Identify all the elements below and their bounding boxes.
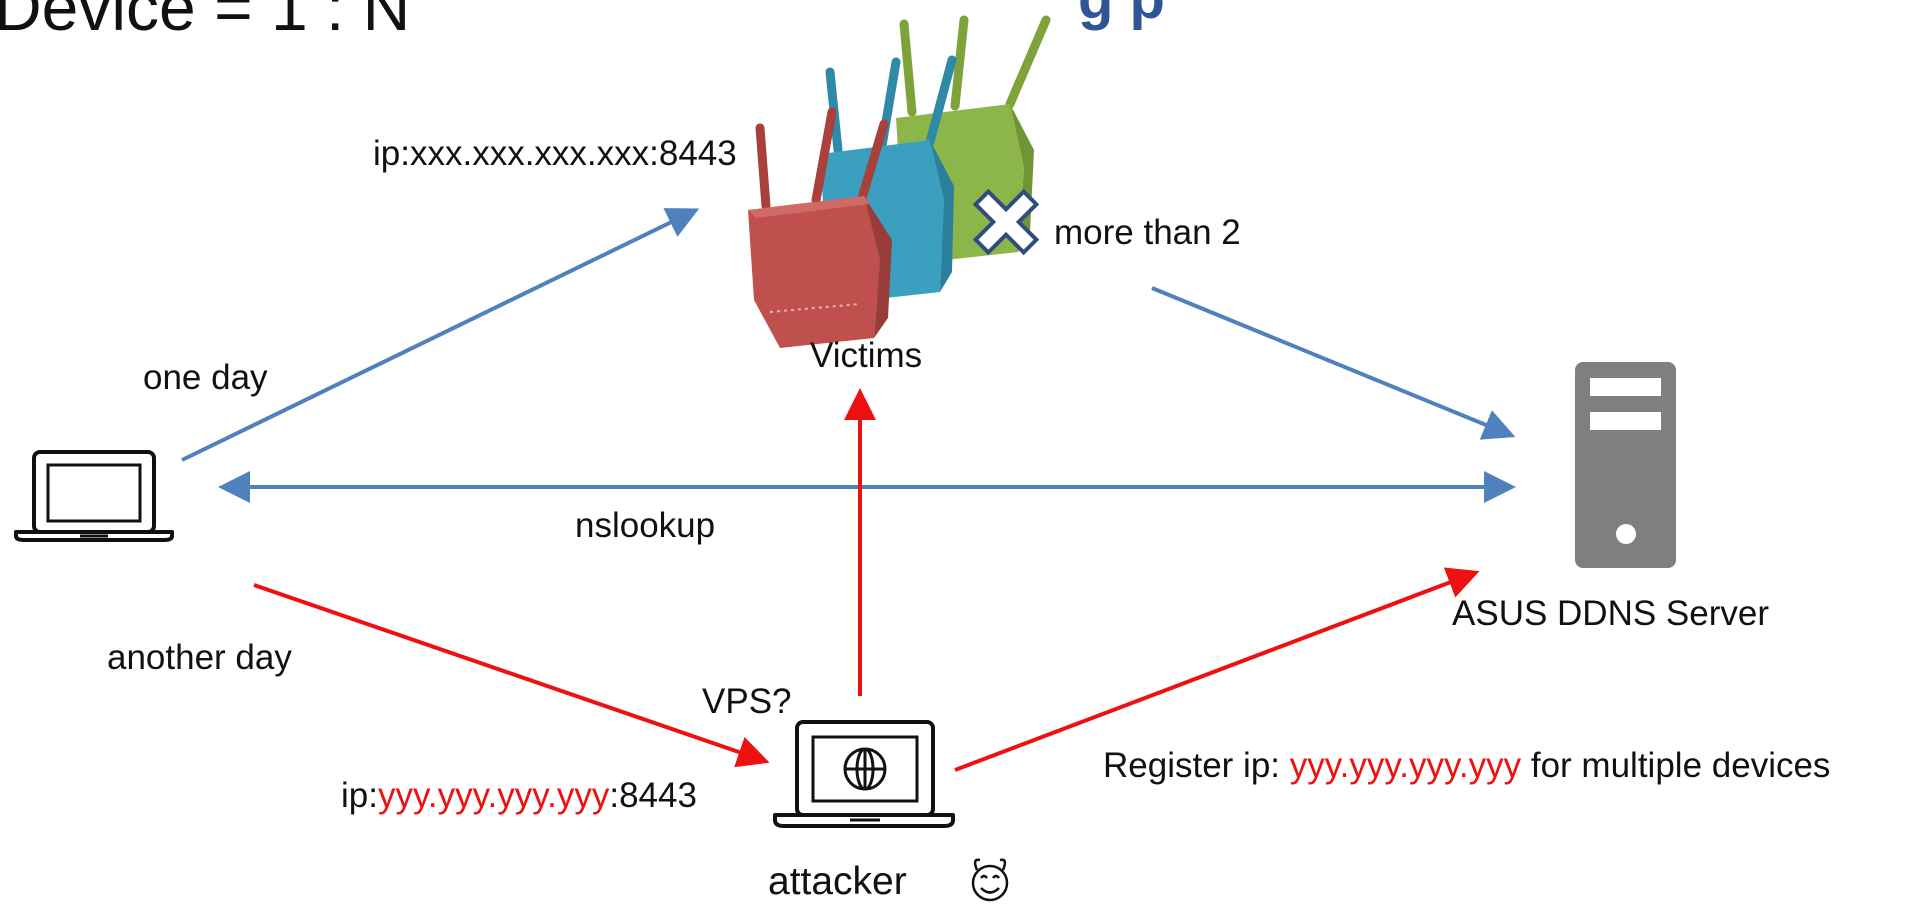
register-suffix: for multiple devices — [1521, 746, 1831, 785]
attacker-ip-value: yyy.yyy.yyy.yyy — [377, 776, 610, 815]
laptop-icon — [14, 450, 174, 542]
ddns-server-label: ASUS DDNS Server — [1452, 594, 1770, 633]
server-icon — [1575, 362, 1676, 568]
more-than-label: more than 2 — [1054, 213, 1241, 252]
another-day-label: another day — [107, 638, 292, 677]
arrow-client-to-attacker — [253, 583, 770, 768]
attacker-ip-prefix: ip: — [341, 776, 378, 815]
arrow-attacker-to-ddns — [954, 567, 1480, 772]
victims-label: Victims — [810, 336, 923, 375]
router-red-icon — [748, 107, 892, 348]
attacker-ip-suffix: :8443 — [609, 776, 697, 815]
attacker-label: attacker — [768, 860, 907, 903]
laptop-globe-icon — [773, 720, 955, 828]
slide-title-left: Device = 1 : N — [0, 0, 411, 44]
victim-ip-label: ip:xxx.xxx.xxx.xxx:8443 — [373, 134, 737, 173]
smiling-devil-icon — [971, 858, 1009, 902]
arrow-client-to-victims — [181, 208, 700, 462]
nslookup-label: nslookup — [575, 506, 716, 545]
vps-label: VPS? — [702, 682, 792, 721]
globe-icon — [843, 747, 887, 791]
router-group-icon — [748, 15, 1051, 348]
one-day-label: one day — [143, 358, 268, 397]
attacker-ip-label: ip:yyy.yyy.yyy.yyy:8443 — [341, 778, 697, 813]
cross-icon — [972, 188, 1040, 256]
register-label: Register ip: yyy.yyy.yyy.yyy for multipl… — [1103, 748, 1830, 783]
register-ip-value: yyy.yyy.yyy.yyy — [1289, 746, 1522, 785]
arrow-victims-to-ddns — [1151, 286, 1516, 440]
register-prefix: Register ip: — [1103, 746, 1290, 785]
slide-title-right: g p — [1078, 0, 1165, 28]
